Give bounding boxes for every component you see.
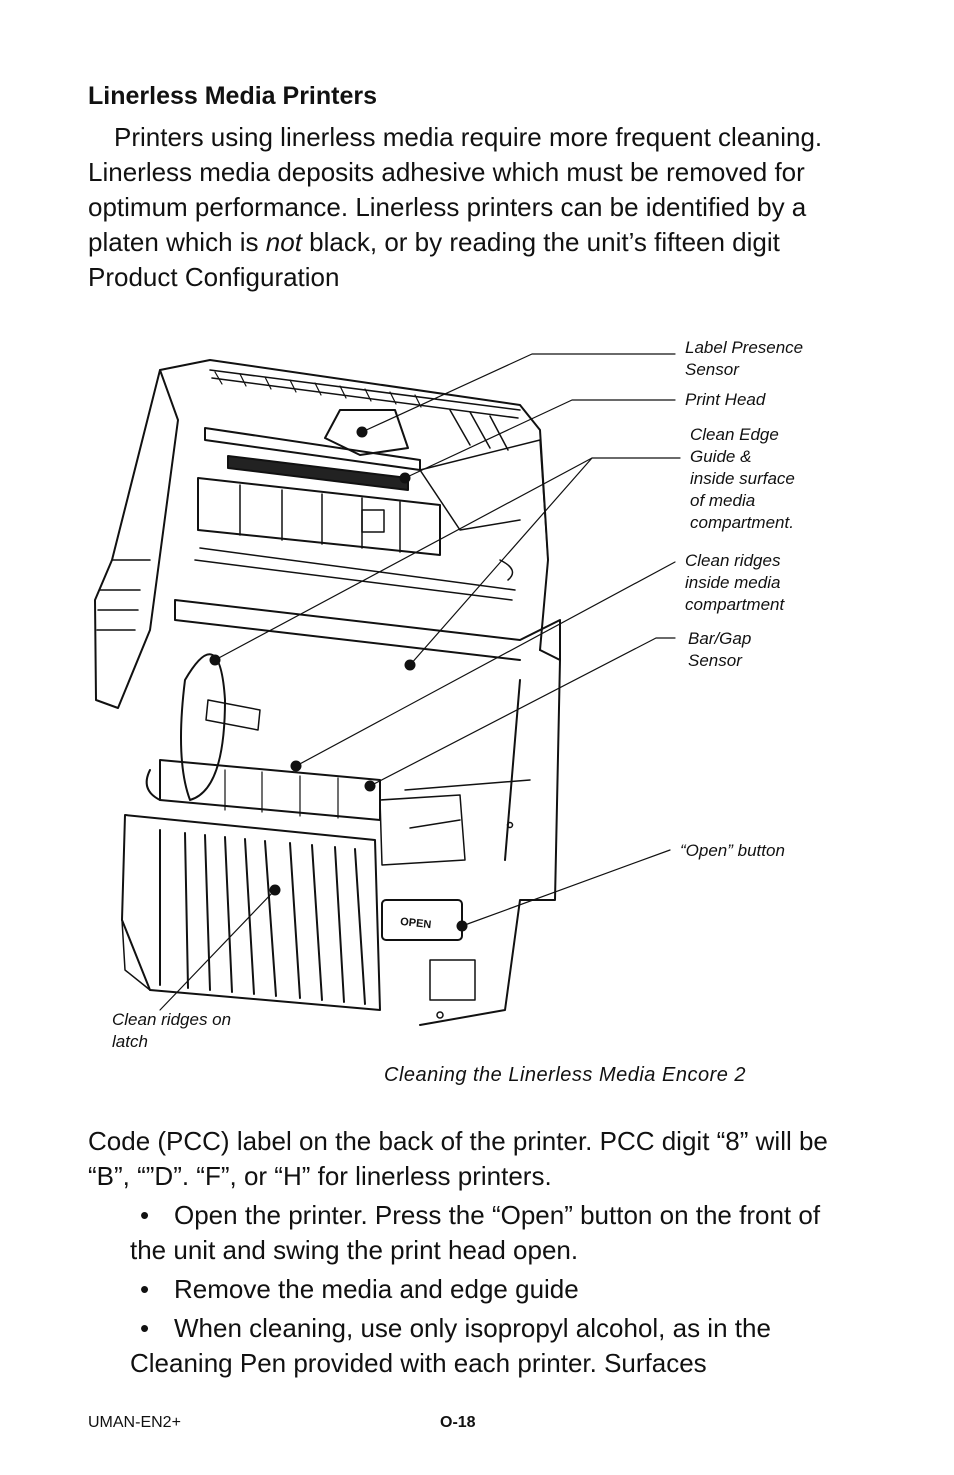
bullet-mark: • bbox=[140, 1313, 150, 1343]
print-head-label: Print Head bbox=[685, 390, 766, 409]
page-number: O-18 bbox=[440, 1414, 476, 1431]
intro-paragraph: Printers using linerless media require m… bbox=[88, 120, 848, 295]
document-code: UMAN-EN2+ bbox=[88, 1414, 181, 1431]
bullet-mark: • bbox=[140, 1200, 150, 1230]
open-panel-text: OPEN bbox=[400, 916, 432, 931]
bullet-mark: • bbox=[140, 1274, 150, 1304]
continuation-paragraph: Code (PCC) label on the back of the prin… bbox=[88, 1126, 828, 1191]
bullet-item: •Open the printer. Press the “Open” butt… bbox=[130, 1198, 850, 1268]
bullet-text: Remove the media and edge guide bbox=[174, 1274, 579, 1304]
printer-illustration: OPEN bbox=[94, 353, 681, 1026]
open-button-label: “Open” button bbox=[680, 841, 785, 860]
clean-edge-guide-label: Clean Edge Guide & inside surface of med… bbox=[690, 425, 795, 532]
bar-gap-sensor-label: Bar/Gap Sensor bbox=[688, 629, 752, 670]
section-heading: Linerless Media Printers bbox=[88, 82, 378, 110]
clean-ridges-inside-label: Clean ridges inside media compartment bbox=[685, 551, 785, 614]
intro-text-b: black, or by reading the unit’s fifteen … bbox=[88, 227, 780, 292]
bullet-text: When cleaning, use only isopropyl alcoho… bbox=[130, 1313, 771, 1378]
bullet-item: • Remove the media and edge guide bbox=[130, 1272, 850, 1307]
clean-ridges-latch-label: Clean ridges on latch bbox=[112, 1010, 232, 1051]
bullet-text: Open the printer. Press the “Open” butto… bbox=[130, 1200, 821, 1265]
bullet-item: •When cleaning, use only isopropyl alcoh… bbox=[130, 1311, 850, 1381]
label-presence-sensor-label: Label Presence Sensor bbox=[685, 338, 804, 379]
intro-text-a: Printers using linerless media require m… bbox=[88, 122, 823, 257]
intro-emphasis: not bbox=[265, 227, 302, 257]
figure-caption: Cleaning the Linerless Media Encore 2 bbox=[384, 1064, 747, 1086]
